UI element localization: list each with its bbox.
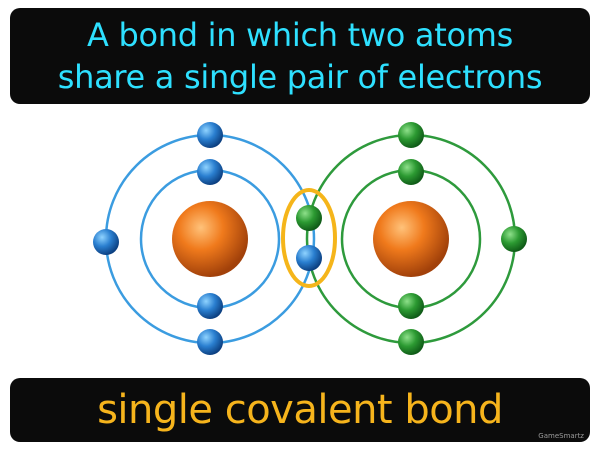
- right-electron: [398, 122, 424, 148]
- right-electron: [398, 159, 424, 185]
- left-electron: [197, 159, 223, 185]
- left-electrons: [93, 122, 223, 355]
- shared-electron-green: [296, 205, 322, 231]
- left-electron: [197, 329, 223, 355]
- left-nucleus: [172, 201, 248, 277]
- term-banner: single covalent bond: [10, 378, 590, 442]
- definition-line-1: A bond in which two atoms: [86, 16, 513, 54]
- definition-line-2: share a single pair of electrons: [57, 58, 543, 96]
- right-nucleus: [373, 201, 449, 277]
- left-electron: [197, 293, 223, 319]
- right-electron: [501, 226, 527, 252]
- left-electron: [197, 122, 223, 148]
- left-electron: [93, 229, 119, 255]
- shared-pair-highlight: [281, 188, 337, 288]
- shared-electron-blue: [296, 245, 322, 271]
- definition-banner: A bond in which two atoms share a single…: [10, 8, 590, 104]
- watermark: GameSmartz: [538, 432, 584, 440]
- term-title: single covalent bond: [97, 387, 503, 433]
- covalent-bond-diagram: [93, 122, 527, 355]
- right-electron: [398, 293, 424, 319]
- right-electrons: [398, 122, 527, 355]
- shared-electron-pair: [296, 205, 322, 271]
- right-electron: [398, 329, 424, 355]
